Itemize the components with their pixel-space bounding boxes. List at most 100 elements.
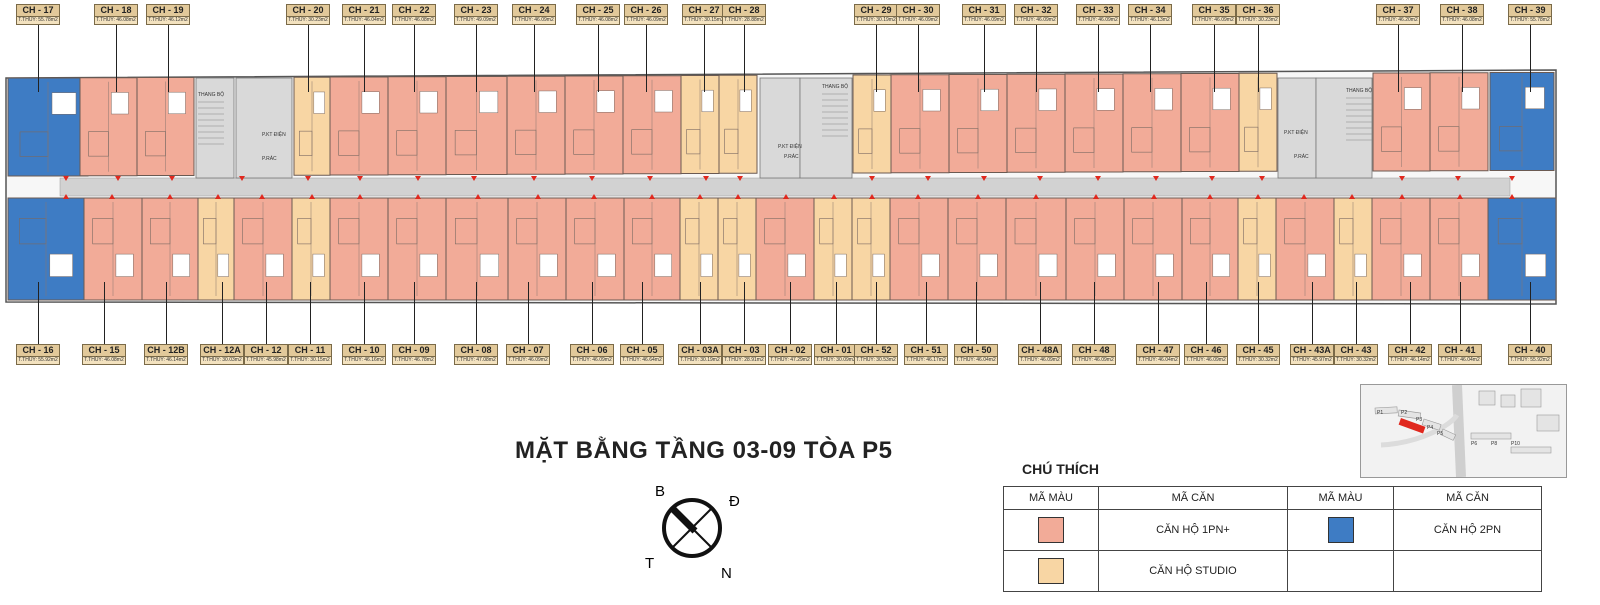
- unit-code: CH - 34: [1129, 5, 1171, 17]
- unit-bed: [265, 253, 284, 277]
- tag-leader-line: [310, 282, 311, 344]
- door-marker: [1509, 194, 1515, 199]
- unit-bed: [922, 89, 941, 112]
- door-marker: [783, 194, 789, 199]
- legend-swatch-cell: [1287, 509, 1394, 551]
- tag-leader-line: [1094, 282, 1095, 344]
- swatch-one-bed-plus: [1038, 517, 1064, 543]
- unit-bed: [701, 89, 714, 113]
- unit-bed: [419, 91, 438, 114]
- unit-area: T.THỦY: 30.23m2: [1238, 17, 1278, 23]
- door-marker: [869, 176, 875, 181]
- unit-area: T.THỦY: 30.03m2: [202, 357, 242, 363]
- tag-leader-line: [598, 24, 599, 92]
- unit-code: CH - 37: [1377, 5, 1419, 17]
- door-marker: [415, 176, 421, 181]
- entrance-markers: [63, 176, 1515, 199]
- unit-code: CH - 28: [723, 5, 765, 17]
- tag-leader-line: [704, 24, 705, 92]
- unit-area: T.THỦY: 30.19m2: [856, 17, 896, 23]
- tag-leader-line: [1214, 24, 1215, 92]
- legend-header: MÃ CĂN: [1098, 486, 1288, 510]
- unit-code: CH - 33: [1077, 5, 1119, 17]
- unit-code: CH - 46: [1185, 345, 1227, 357]
- door-marker: [1209, 176, 1215, 181]
- door-marker: [63, 176, 69, 181]
- unit-area: T.THỦY: 47.08m2: [456, 357, 496, 363]
- unit-code: CH - 12B: [145, 345, 187, 357]
- core-block: [759, 77, 801, 179]
- unit-area: T.THỦY: 46.04m2: [956, 357, 996, 363]
- tag-leader-line: [476, 282, 477, 344]
- door-marker: [1399, 176, 1405, 181]
- compass-ring: [662, 498, 722, 558]
- unit-area: T.THỦY: 30.09m2: [816, 357, 856, 363]
- tag-leader-line: [744, 24, 745, 92]
- compass-needle: [670, 506, 698, 534]
- minimap-label: P4: [1427, 425, 1433, 431]
- unit-code: CH - 42: [1389, 345, 1431, 357]
- unit-area: T.THỦY: 45.97m2: [1292, 357, 1332, 363]
- door-marker: [415, 194, 421, 199]
- unit-code: CH - 43: [1335, 345, 1377, 357]
- unit-area: T.THỦY: 46.04m2: [1138, 357, 1178, 363]
- unit-bed: [787, 253, 806, 277]
- unit-area: T.THỦY: 30.53m2: [856, 357, 896, 363]
- door-marker: [471, 176, 477, 181]
- tag-leader-line: [1462, 24, 1463, 92]
- unit-code: CH - 29: [855, 5, 897, 17]
- unit-area: T.THỦY: 46.13m2: [1130, 17, 1170, 23]
- door-marker: [649, 194, 655, 199]
- unit-bed: [654, 253, 672, 277]
- minimap-road: [1380, 413, 1460, 448]
- unit-area: T.THỦY: 46.09m2: [1020, 357, 1060, 363]
- unit-code: CH - 11: [289, 345, 331, 357]
- minimap-label: P10: [1511, 441, 1520, 447]
- unit-area: T.THỦY: 46.09m2: [1016, 17, 1056, 23]
- door-marker: [869, 194, 875, 199]
- tag-leader-line: [1150, 24, 1151, 92]
- tag-leader-line: [476, 24, 477, 92]
- unit-bed: [168, 91, 186, 115]
- minimap-label: P5: [1437, 431, 1443, 437]
- unit-bed: [313, 91, 325, 114]
- legend-empty: [1393, 550, 1542, 592]
- unit-code: CH - 01: [815, 345, 857, 357]
- unit-bed: [1212, 87, 1231, 111]
- unit-bed: [654, 90, 673, 113]
- swatch-studio: [1038, 558, 1064, 584]
- door-marker: [981, 176, 987, 181]
- door-marker: [1455, 176, 1461, 181]
- unit-area: T.THỦY: 46.09m2: [964, 17, 1004, 23]
- unit-bed: [873, 89, 886, 112]
- door-marker: [1093, 194, 1099, 199]
- bottom-row-units: [7, 197, 1557, 301]
- tag-leader-line: [1356, 282, 1357, 344]
- unit-bed: [361, 253, 380, 277]
- unit-bed: [1038, 253, 1058, 277]
- unit-code: CH - 03A: [679, 345, 721, 357]
- compass-south: N: [721, 565, 732, 582]
- unit-area: T.THỦY: 46.17m2: [906, 357, 946, 363]
- unit-area: T.THỦY: 46.08m2: [96, 17, 136, 23]
- door-marker: [703, 176, 709, 181]
- door-marker: [915, 194, 921, 199]
- door-marker: [115, 176, 121, 181]
- door-marker: [535, 194, 541, 199]
